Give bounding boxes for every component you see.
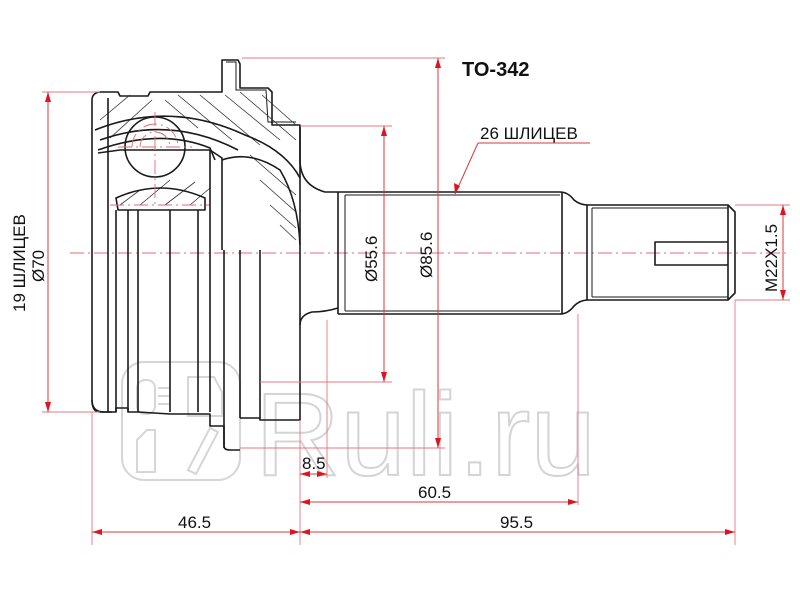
inner-splines-label: 19 ШЛИЦЕВ <box>10 214 29 312</box>
dim-46-5: 46.5 <box>178 513 211 532</box>
housing-lower-lines <box>91 98 339 451</box>
dim-8-5: 8.5 <box>302 454 326 473</box>
watermark-headlight-icon <box>136 379 156 415</box>
flange-diameter-label: Ø85.6 <box>417 232 436 278</box>
watermark: Ruli.ru <box>121 361 597 502</box>
abs-diameter-label: Ø55.6 <box>362 236 381 282</box>
watermark-oil-icon <box>136 429 156 473</box>
dim-60-5: 60.5 <box>418 483 451 502</box>
watermark-logo-box <box>121 361 241 481</box>
watermark-door-icon <box>187 376 223 417</box>
keyway-slot <box>654 241 728 266</box>
thread-label: M22X1.5 <box>762 224 781 292</box>
inner-diameter-label: Ø70 <box>29 250 48 282</box>
dimension-lines <box>42 57 790 545</box>
outer-housing <box>91 59 338 413</box>
ball-center-marks <box>118 112 192 205</box>
splined-shaft <box>337 191 736 315</box>
watermark-shock-icon <box>186 426 220 476</box>
outer-splines-label: 26 ШЛИЦЕВ <box>480 124 578 143</box>
dim-95-5: 95.5 <box>500 513 533 532</box>
part-number: TO-342 <box>462 59 529 81</box>
watermark-text: Ruli.ru <box>255 369 596 501</box>
